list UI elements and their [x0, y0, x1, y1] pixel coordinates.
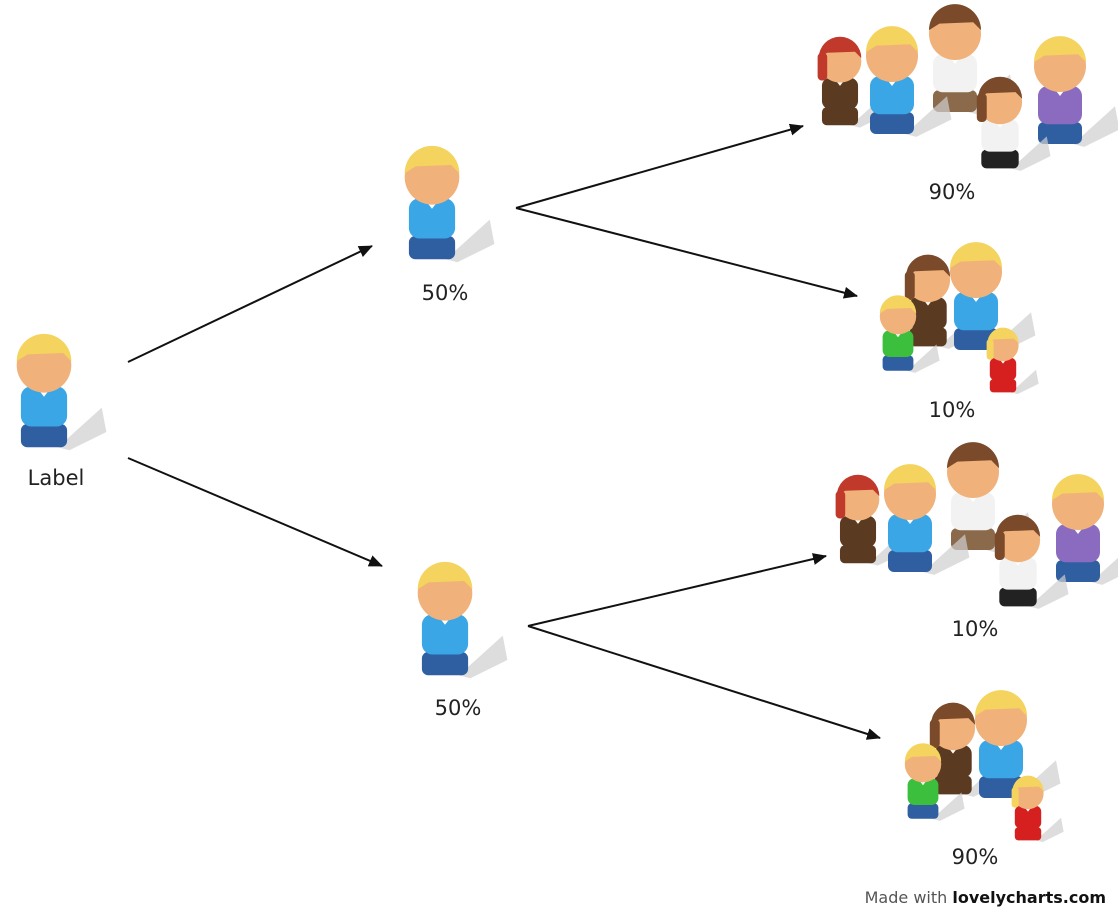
root-to-top-arrow	[127, 245, 373, 363]
level2-label-1: 90%	[928, 180, 976, 204]
group4-girl-icon	[1011, 775, 1064, 843]
edge-layer	[127, 123, 881, 740]
root-person-icon	[16, 333, 107, 451]
group3-dark-haired-woman-icon	[994, 514, 1069, 609]
root-to-bottom-arrow	[127, 457, 383, 567]
made-with-text: Made with	[864, 888, 948, 907]
group1-dark-haired-woman-icon	[976, 76, 1051, 171]
bottom-to-group4-arrow	[527, 625, 881, 740]
level1-top-person-icon	[404, 145, 495, 263]
root-label: Label	[27, 466, 85, 490]
lovelycharts-brand: lovelycharts.com	[952, 888, 1106, 907]
group1-blond-man-icon	[866, 26, 952, 137]
group2-boy-icon	[879, 295, 940, 373]
figure-layer	[16, 4, 1118, 843]
level2-label-2: 10%	[928, 398, 976, 422]
bottom-to-group3-arrow	[527, 553, 827, 627]
level1-label-top: 50%	[421, 281, 469, 305]
group3-blond-man-icon	[884, 464, 970, 575]
top-to-group1-arrow	[515, 123, 804, 209]
level2-label-3: 10%	[951, 617, 999, 641]
top-to-group2-arrow	[515, 207, 858, 299]
level2-label-4: 90%	[951, 845, 999, 869]
group3-purple-shirt-man-icon	[1052, 474, 1118, 585]
level1-label-bottom: 50%	[434, 696, 482, 720]
group4-boy-icon	[904, 743, 965, 821]
level1-bottom-person-icon	[417, 561, 508, 679]
made-with-credit: Made with lovelycharts.com	[865, 888, 1106, 907]
group2-girl-icon	[986, 327, 1039, 395]
group1-purple-shirt-man-icon	[1034, 36, 1118, 147]
